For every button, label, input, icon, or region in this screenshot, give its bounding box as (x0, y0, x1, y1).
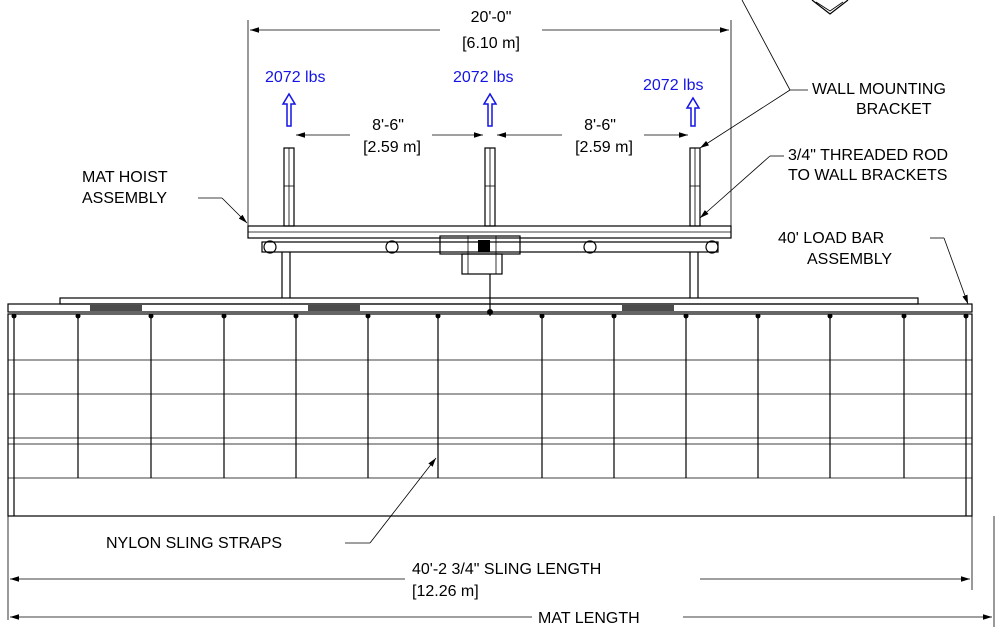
hoist-post-center (484, 147, 496, 227)
load-label-left: 2072 lbs (265, 69, 326, 86)
load-bar (7, 297, 973, 313)
mat-length-label: MAT LENGTH (538, 610, 640, 627)
load-arrow-left (281, 92, 297, 127)
threaded-rod-callout-line1: 3/4" THREADED ROD (788, 147, 948, 164)
wall-bracket-callout-line1: WALL MOUNTING (812, 81, 946, 98)
spacing-right-label: 8'-6" (584, 117, 616, 134)
mat-length-dimension (10, 516, 995, 627)
spacing-left-label: 8'-6" (372, 117, 404, 134)
span-dimension-metric: [6.10 m] (462, 35, 520, 52)
load-label-right: 2072 lbs (643, 77, 704, 94)
threaded-rod-callout-line2: TO WALL BRACKETS (788, 167, 947, 184)
hoist-post-right (689, 147, 701, 227)
spacing-left-metric: [2.59 m] (363, 139, 421, 156)
nylon-straps-callout: NYLON SLING STRAPS (106, 535, 282, 552)
wall-bracket-callout-line2: BRACKET (856, 101, 932, 118)
mat-hoist-callout-line2: ASSEMBLY (82, 190, 167, 207)
span-dimension-label: 20'-0" (471, 9, 512, 26)
mat-hoist-callout-line1: MAT HOIST (82, 169, 168, 186)
load-arrow-center (482, 92, 498, 127)
wall-bracket-sketch (699, 0, 849, 149)
hoist-drive-shaft (261, 235, 719, 316)
spacing-right-metric: [2.59 m] (575, 139, 633, 156)
load-bar-callout-line1: 40' LOAD BAR (778, 230, 884, 247)
hoist-beam (247, 225, 732, 239)
sling-length-metric: [12.26 m] (412, 583, 479, 600)
mat-grid (7, 313, 973, 517)
load-label-center: 2072 lbs (453, 69, 514, 86)
sling-length-label: 40'-2 3/4" SLING LENGTH (412, 561, 601, 578)
sling-length-dimension (7, 516, 973, 620)
load-arrow-right (685, 96, 701, 127)
load-bar-callout-line2: ASSEMBLY (807, 251, 892, 268)
span-dimension: 20'-0" [6.10 m] (247, 9, 732, 235)
hoist-post-left (283, 147, 295, 227)
